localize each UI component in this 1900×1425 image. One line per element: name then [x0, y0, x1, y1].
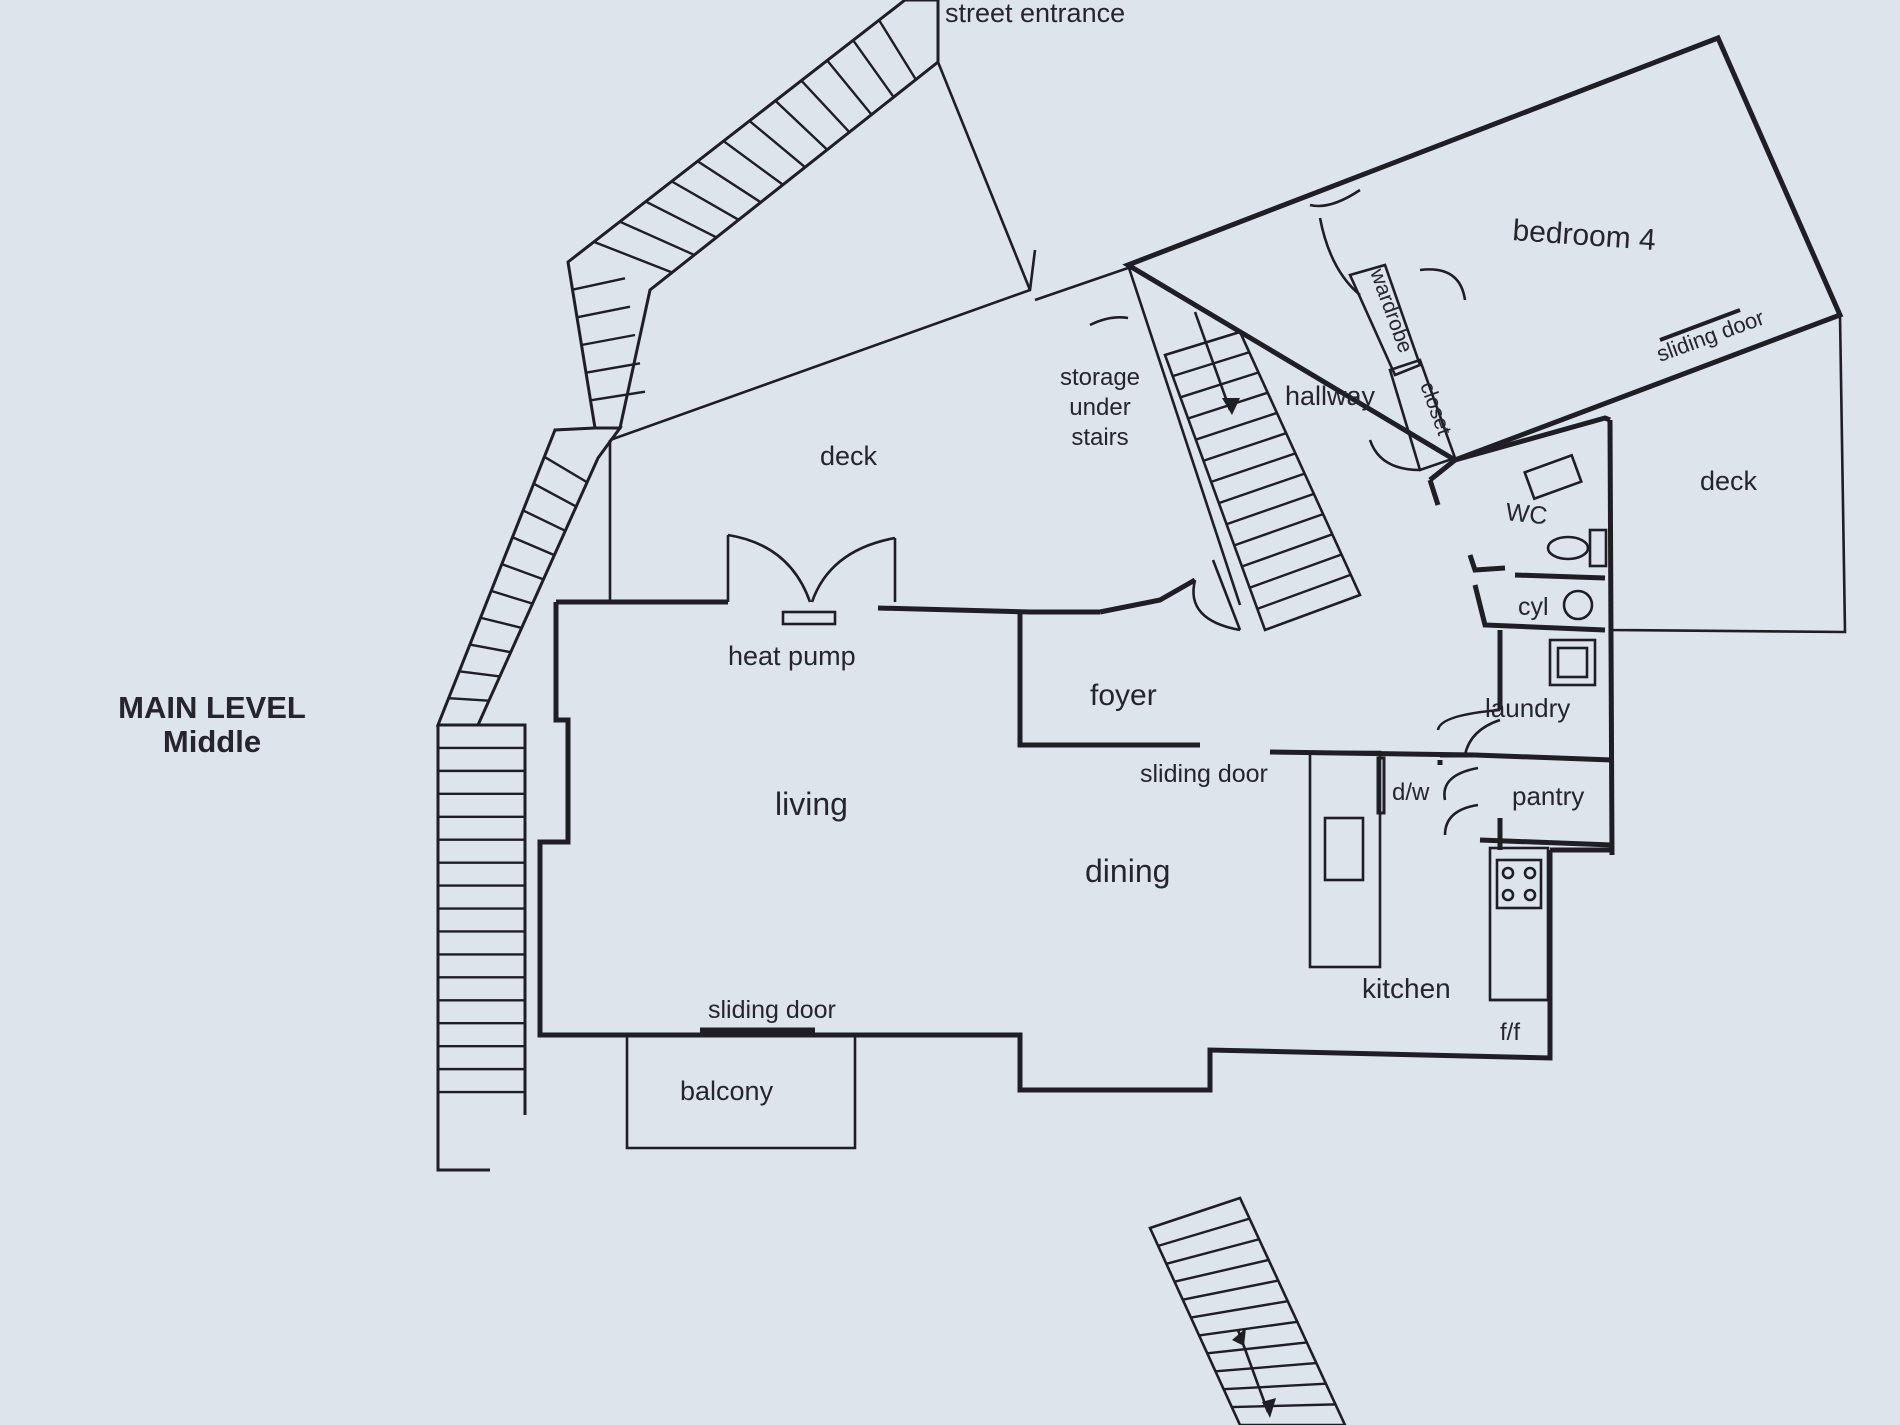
stair-tread: [581, 333, 636, 347]
stair-tread: [585, 362, 641, 374]
label-hallway: hallway: [1285, 381, 1376, 411]
stair-tread: [511, 536, 555, 557]
stair-tread: [459, 670, 500, 678]
stair-tread: [800, 79, 851, 133]
stair-tread: [774, 99, 829, 151]
label-deck-right: deck: [1700, 466, 1758, 496]
stair-tread: [1203, 432, 1287, 462]
stair-tread: [671, 180, 740, 221]
label-wardrobe: wardrobe: [1365, 265, 1417, 356]
stair-tread: [533, 482, 577, 508]
stair-tread: [1226, 492, 1315, 526]
label-pantry: pantry: [1512, 781, 1584, 811]
stair-tread: [619, 220, 695, 257]
plan-title-line1: MAIN LEVEL: [118, 690, 306, 725]
stair-tread: [852, 39, 895, 98]
label-foyer: foyer: [1090, 679, 1157, 712]
stair-tread: [1190, 1299, 1288, 1319]
label-bedroom-4: bedroom 4: [1512, 214, 1657, 257]
stair-tread: [1210, 452, 1296, 484]
stair-tread: [1249, 553, 1342, 589]
stair-tread: [448, 696, 489, 702]
stair-tread: [572, 277, 626, 291]
stair-tread: [645, 200, 718, 239]
stair-tread: [469, 643, 511, 654]
label-wc: WC: [1504, 498, 1548, 530]
stair-tread: [1180, 371, 1259, 399]
stair-tread: [590, 390, 646, 402]
label-dining: dining: [1085, 853, 1170, 889]
lower-stairs: [1148, 1196, 1347, 1425]
stair-tread: [1195, 411, 1278, 441]
stair-tread: [1218, 472, 1306, 505]
upper-deck: [608, 61, 1129, 600]
stair-tread: [1215, 1361, 1317, 1373]
stair-tread: [1256, 573, 1352, 610]
label-deck-upper: deck: [820, 441, 878, 471]
stair-tread: [522, 509, 566, 532]
label-laundry: laundry: [1485, 693, 1570, 723]
stair-tread: [1157, 1217, 1250, 1248]
label-sliding-door-foyer: sliding door: [1140, 760, 1268, 788]
label-balcony: balcony: [680, 1076, 774, 1106]
heat-pump-doors: [726, 533, 897, 626]
stair-tread: [543, 455, 588, 484]
label-street-entrance: street entrance: [945, 0, 1125, 28]
stair-tread: [1174, 1258, 1269, 1283]
stair-tread: [878, 19, 917, 81]
main-walls: [537, 577, 1612, 1093]
balcony: [625, 1027, 857, 1150]
stair-tread: [593, 240, 673, 274]
stair-tread: [1207, 1341, 1307, 1355]
label-cyl: cyl: [1518, 593, 1549, 621]
stair-tread: [480, 616, 522, 630]
stair-tread: [501, 562, 544, 581]
interior-stairs: [1163, 311, 1362, 632]
stair-tread: [1233, 512, 1324, 547]
label-heat-pump: heat pump: [728, 641, 856, 671]
room-labels: street entrance bedroom 4 sliding door w…: [118, 0, 1767, 1106]
stair-tread: [748, 120, 806, 169]
stair-tread: [1223, 1382, 1326, 1391]
stair-tread: [1182, 1279, 1279, 1301]
stair-tread: [1172, 351, 1250, 378]
label-closet: closet: [1415, 379, 1455, 439]
label-kitchen: kitchen: [1362, 973, 1451, 1004]
stair-tread: [1166, 1238, 1260, 1265]
service-rooms: [1427, 415, 1615, 856]
stair-tread: [696, 160, 762, 204]
street-stairs: [435, 0, 940, 1172]
label-stairs: stairs: [1071, 424, 1128, 451]
kitchen-fixtures: [1308, 750, 1550, 1002]
label-storage: storage: [1060, 364, 1140, 391]
stair-tread: [1198, 1320, 1298, 1337]
label-sliding-door-balcony: sliding door: [708, 996, 836, 1024]
stair-tread: [1231, 1403, 1336, 1409]
label-dw: d/w: [1392, 779, 1430, 806]
plan-title-line2: Middle: [163, 724, 261, 759]
label-living: living: [775, 786, 848, 822]
stair-tread: [576, 305, 631, 319]
stair-tread: [1241, 533, 1333, 568]
stair-tread: [490, 589, 533, 605]
label-ff: f/f: [1500, 1019, 1520, 1046]
stair-tread: [722, 140, 784, 186]
label-under: under: [1069, 394, 1130, 421]
stair-tread: [826, 59, 873, 116]
